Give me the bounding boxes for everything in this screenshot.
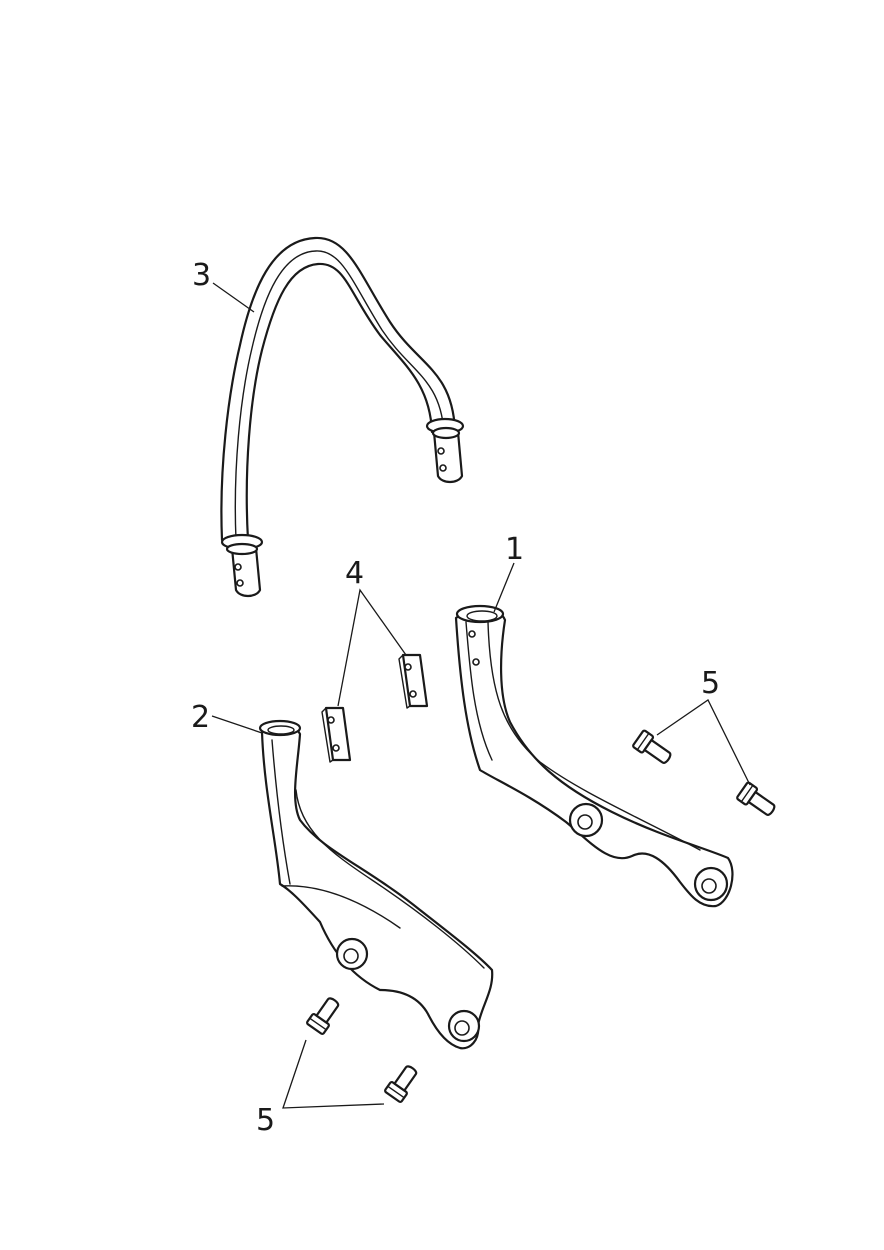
callout-2: 2: [191, 700, 210, 735]
callout-3: 3: [192, 258, 211, 293]
leader-4: [337, 588, 407, 707]
bolt: [384, 1065, 418, 1103]
left-side-bracket: [258, 719, 494, 1050]
clamp-plates: [321, 653, 429, 763]
leader-lines: [211, 282, 751, 1109]
leader-5-left: [282, 1039, 385, 1109]
bolts-right: [632, 729, 776, 816]
callout-5-right: 5: [701, 666, 720, 701]
callout-1: 1: [505, 532, 524, 567]
bolt: [632, 729, 672, 764]
bolts-left: [306, 997, 418, 1103]
callout-labels: 3 1 4 5 2 5: [191, 258, 720, 1138]
leader-1: [493, 562, 515, 613]
leader-5-right: [656, 699, 751, 786]
bolt: [306, 997, 340, 1035]
bolt: [736, 781, 776, 816]
grab-rail-tube: [220, 236, 465, 598]
clamp-plate-left: [321, 706, 352, 763]
leader-3: [212, 282, 255, 313]
right-side-bracket: [454, 604, 734, 908]
callout-4: 4: [345, 556, 364, 591]
leader-2: [211, 715, 263, 734]
clamp-plate-right: [398, 653, 429, 709]
callout-5-left: 5: [256, 1103, 275, 1138]
